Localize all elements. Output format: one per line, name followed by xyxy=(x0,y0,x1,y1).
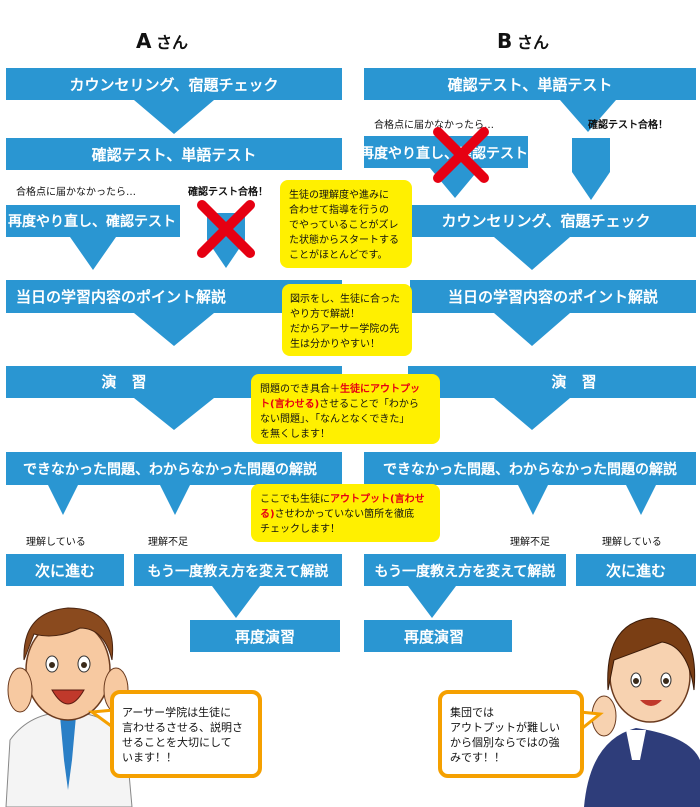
b-lacking-label: 理解不足 xyxy=(510,535,550,548)
b-next-box xyxy=(576,554,696,586)
speech-bubble-left: アーサー学院は生徒に 言わせるさせる、説明さ せることを大切にして います！！ xyxy=(87,690,262,778)
a-pass-arrow xyxy=(207,213,245,268)
a-reexplain-bar xyxy=(134,554,342,618)
note-2-line: 図示をし、生徒に合った xyxy=(290,292,400,305)
note-1-line: た状態からスタートする xyxy=(289,233,399,246)
note-4-line: チェックします！ xyxy=(260,523,340,535)
b-practice-label: 演 習 xyxy=(551,373,596,391)
b-fail-label: 合格点に届かなかったら… xyxy=(374,118,494,131)
a-fail-label: 合格点に届かなかったら… xyxy=(16,185,136,198)
header-a-suffix: さん xyxy=(156,33,188,52)
b-next-label: 次に進む xyxy=(606,562,666,580)
a-repractice-box xyxy=(190,620,340,652)
note-3-line: ト(言わせる)させることで「わから xyxy=(260,397,419,410)
a-next-label: 次に進む xyxy=(35,562,95,580)
note-1-line: 生徒の理解度や進みに xyxy=(289,188,389,201)
note-1: 生徒の理解度や進みに 合わせて指導を行うの でやっていることがズレ た状態からス… xyxy=(280,180,412,268)
speech-bubble-right: 集団では アウトプットが難しい から個別ならではの強 みです！！ xyxy=(438,690,604,778)
a-retry-label: 再度やり直し、確認テスト xyxy=(8,213,176,230)
flow-b: 確認テスト、単語テスト 合格点に届かなかったら… 確認テスト合格！ 再度やり直し… xyxy=(360,68,696,652)
b-review-label: できなかった問題、わからなかった問題の解説 xyxy=(383,461,677,478)
speech-right-line: 集団では xyxy=(450,705,494,719)
header-b-suffix: さん xyxy=(517,33,549,52)
speech-left-line: 言わせるさせる、説明さ xyxy=(122,720,243,734)
b-reexplain-label: もう一度教え方を変えて解説 xyxy=(375,563,556,580)
a-counseling-bar xyxy=(6,68,342,134)
header-a-letter: A xyxy=(136,29,152,53)
note-2-line: 生は分かりやすい！ xyxy=(290,337,380,350)
note-4-line: る)させわかっていない箇所を徹底 xyxy=(260,507,414,520)
a-practice-label: 演 習 xyxy=(101,373,146,391)
speech-left-line: せることを大切にして xyxy=(122,735,232,749)
note-3-line: を無くします！ xyxy=(260,427,330,440)
b-repractice-label: 再度演習 xyxy=(404,628,464,646)
speech-right-line: みです！！ xyxy=(450,751,505,764)
a-reexplain-label: もう一度教え方を変えて解説 xyxy=(148,563,329,580)
speech-left-line: アーサー学院は生徒に xyxy=(122,705,231,719)
a-test-bar xyxy=(6,138,342,170)
b-practice-bar xyxy=(408,366,696,430)
note-1-line: でやっていることがズレ xyxy=(289,218,399,231)
a-review-bar xyxy=(6,452,342,515)
b-test-label: 確認テスト、単語テスト xyxy=(447,76,613,94)
a-next-box xyxy=(6,554,124,586)
b-pass-arrow xyxy=(572,138,610,200)
speech-right-line: アウトプットが難しい xyxy=(450,720,560,734)
a-understand-label: 理解している xyxy=(26,535,86,548)
a-cross-icon xyxy=(197,200,255,258)
b-cross-icon xyxy=(433,127,489,183)
a-retry-bar xyxy=(6,205,180,270)
b-test-bar xyxy=(364,68,696,100)
a-point-bar xyxy=(6,280,342,346)
note-3-line: ない問題」、「なんとなくできた」 xyxy=(260,413,409,425)
note-1-line: ことがほとんどです。 xyxy=(289,248,388,261)
b-counseling-bar xyxy=(410,205,696,270)
b-repractice-box xyxy=(364,620,512,652)
note-1-line: 合わせて指導を行うの xyxy=(289,203,389,216)
b-test-arrow xyxy=(560,100,616,132)
a-counseling-label: カウンセリング、宿題チェック xyxy=(70,76,279,94)
a-review-label: できなかった問題、わからなかった問題の解説 xyxy=(23,461,317,478)
a-point-label: 当日の学習内容のポイント解説 xyxy=(16,288,226,306)
note-2: 図示をし、生徒に合った やり方で解説！ だからアーサー学院の先 生は分かりやすい… xyxy=(282,284,412,356)
note-2-line: だからアーサー学院の先 xyxy=(290,322,399,335)
a-repractice-label: 再度演習 xyxy=(235,628,295,646)
note-4: ここでも生徒にアウトプット(言わせ る)させわかっていない箇所を徹底 チェックし… xyxy=(251,484,440,542)
b-point-label: 当日の学習内容のポイント解説 xyxy=(448,288,658,306)
flow-a: カウンセリング、宿題チェック 確認テスト、単語テスト 合格点に届かなかったら… … xyxy=(6,68,342,652)
b-reexplain-bar xyxy=(364,554,566,618)
b-review-bar xyxy=(364,452,696,515)
b-understand-label: 理解している xyxy=(602,535,662,548)
header-b-letter: B xyxy=(497,29,512,53)
a-lacking-label: 理解不足 xyxy=(148,535,188,548)
b-retry-label: 再度やり直し、確認テスト xyxy=(360,145,528,162)
speech-left-line: います！！ xyxy=(122,751,177,764)
note-3: 問題のでき具合＋生徒にアウトプッ ト(言わせる)させることで「わから ない問題」… xyxy=(251,374,440,444)
note-3-line: 問題のでき具合＋生徒にアウトプッ xyxy=(260,382,420,395)
b-pass-label: 確認テスト合格！ xyxy=(588,118,668,131)
note-4-line: ここでも生徒にアウトプット(言わせ xyxy=(260,492,425,505)
a-pass-label: 確認テスト合格！ xyxy=(188,185,268,198)
b-point-bar xyxy=(410,280,696,346)
note-2-line: やり方で解説！ xyxy=(290,307,360,320)
speech-right-line: から個別ならではの強 xyxy=(450,736,560,749)
woman-illustration xyxy=(584,617,700,807)
a-test-label: 確認テスト、単語テスト xyxy=(91,146,257,164)
b-counseling-label: カウンセリング、宿題チェック xyxy=(442,212,651,230)
